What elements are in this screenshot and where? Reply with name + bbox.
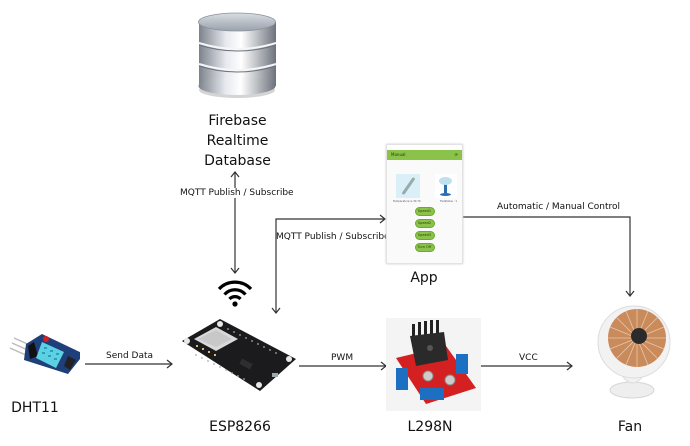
arrowhead-up-db: [230, 171, 240, 178]
edge-label-driver-fan: VCC: [519, 353, 538, 363]
refresh-icon: ⟳: [454, 152, 458, 157]
fan-label: Fan: [617, 419, 643, 435]
thermometer-icon: [396, 174, 420, 198]
app-header: Manual ⟳: [387, 150, 462, 160]
app-titlebar: [387, 145, 462, 150]
arrowhead-down-fan: [625, 290, 635, 297]
speed2-button[interactable]: Speed2: [414, 219, 435, 228]
fan-icon: [597, 305, 671, 399]
edge-label-esp-app: MQTT Publish / Subscribe: [276, 232, 390, 242]
app-screenshot: Manual ⟳ Temperature is 30.70 FanStatus …: [386, 144, 463, 264]
arrowhead-right-fan: [566, 361, 573, 371]
database-label: Firebase Realtime Database: [185, 111, 290, 171]
l298n-driver-icon: [386, 318, 481, 411]
database-node: [195, 10, 280, 100]
edge-label-db-esp: MQTT Publish / Subscribe: [180, 188, 294, 198]
database-label-line: Firebase: [208, 113, 267, 129]
wifi-icon: [217, 280, 253, 307]
arrowhead-down-wifi: [230, 267, 240, 274]
arrowhead-right-app: [379, 214, 386, 224]
dht11-sensor-icon: [9, 334, 80, 374]
l298n-label: L298N: [407, 419, 453, 435]
esp8266-label: ESP8266: [209, 419, 271, 435]
esp8266-board-icon: [182, 319, 296, 391]
edge-label-sensor-esp: Send Data: [106, 351, 154, 361]
edge-label-esp-driver: PWM: [331, 353, 354, 363]
app-header-title: Manual: [391, 152, 406, 157]
database-label-line: Database: [204, 153, 271, 169]
arrowhead-right-esp: [166, 359, 173, 369]
edge-label-app-fan: Automatic / Manual Control: [497, 202, 621, 212]
fan-status-text: FanStatus : 1: [440, 200, 457, 203]
temperature-text: Temperature is 30.70: [393, 200, 421, 203]
app-label: App: [410, 270, 438, 286]
speed1-button[interactable]: Speed1: [414, 207, 435, 216]
dht11-label: DHT11: [11, 400, 59, 416]
database-icon: [198, 12, 277, 98]
edge-app-fan: [461, 216, 631, 296]
speed3-button[interactable]: Speed3: [414, 231, 435, 240]
edge-esp-app: [275, 218, 385, 313]
arrowhead-down-esp: [271, 307, 281, 314]
fan-status-icon: [435, 174, 457, 198]
turn-off-button[interactable]: Turn Off: [414, 243, 435, 252]
database-label-line: Realtime: [206, 133, 269, 149]
